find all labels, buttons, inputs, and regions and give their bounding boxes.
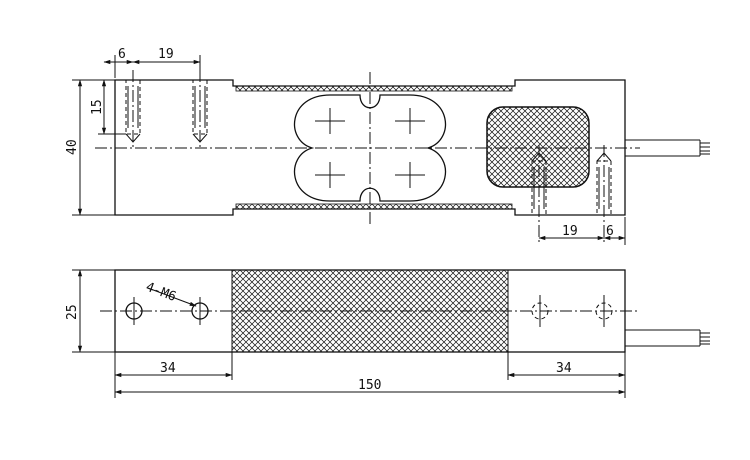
side-view: 6 19 15 40 19 6	[65, 47, 710, 245]
dim-hole-pitch-left: 19	[132, 47, 201, 70]
dim-hole-offset-right: 6	[603, 217, 626, 245]
dim-hole-offset: 6	[103, 47, 134, 78]
plan-view: 4-M6 25 34	[65, 269, 710, 398]
dim-width: 25	[65, 269, 115, 353]
dim-label-height: 40	[65, 139, 80, 155]
dim-label-thread-depth: 15	[90, 99, 105, 115]
dim-label-left-mount: 34	[160, 361, 176, 376]
dim-hole-pitch-right: 19	[538, 224, 605, 241]
dim-label-overall-length: 150	[358, 378, 381, 393]
dim-label-hole-offset-right: 6	[606, 224, 614, 239]
body-outline	[114, 79, 626, 216]
dim-label-hole-offset: 6	[118, 47, 126, 62]
right-threaded-holes	[531, 145, 612, 245]
dim-overall-length: 150	[114, 378, 626, 395]
binocular-centers	[315, 108, 425, 188]
cable-bottom	[625, 329, 710, 347]
hole-callout-label: 4-M6	[144, 280, 179, 305]
plan-left-holes	[125, 297, 209, 325]
plan-right-holes	[531, 295, 613, 327]
hole-callout-leader: 4-M6	[144, 280, 197, 307]
dim-thread-depth: 15	[90, 79, 126, 135]
binocular-cutout	[293, 94, 447, 202]
bottom-gauge-strip	[235, 203, 513, 210]
dim-right-mount: 34	[507, 352, 626, 398]
top-gauge-strip	[235, 85, 513, 92]
potting-pad	[486, 106, 590, 188]
cable-top	[625, 139, 710, 157]
dim-height: 40	[65, 79, 115, 216]
dim-left-mount: 34	[114, 352, 233, 398]
dim-label-right-mount: 34	[556, 361, 572, 376]
left-threaded-holes	[125, 70, 208, 150]
dim-label-width: 25	[65, 304, 80, 320]
dim-label-hole-pitch-left: 19	[158, 47, 174, 62]
dim-label-hole-pitch-right: 19	[562, 224, 578, 239]
